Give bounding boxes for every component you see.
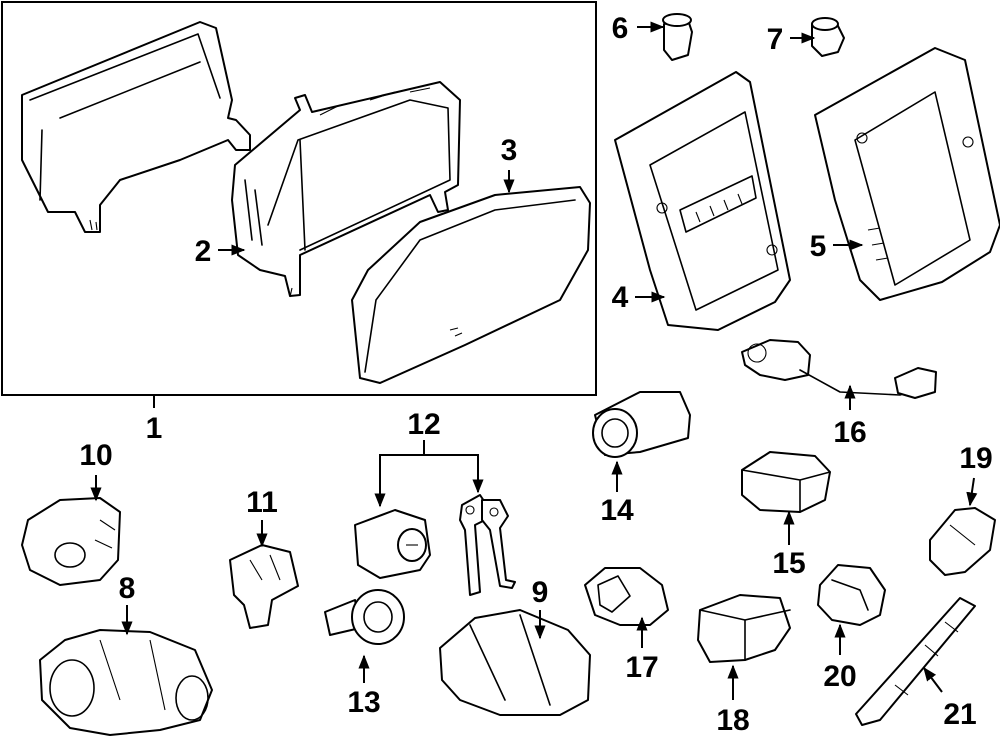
cap-7 xyxy=(811,17,845,57)
cluster-case xyxy=(231,81,461,298)
callout-1: 1 xyxy=(146,412,163,445)
sensor-19 xyxy=(929,507,996,576)
callout-6: 6 xyxy=(612,12,629,45)
column-cover-9 xyxy=(439,609,591,716)
keys xyxy=(459,494,516,596)
callout-14: 14 xyxy=(600,494,634,527)
callout-16: 16 xyxy=(833,416,866,449)
ring-13 xyxy=(324,589,405,645)
column-cover-8 xyxy=(39,629,213,736)
callout-9: 9 xyxy=(532,576,549,609)
knob-17 xyxy=(584,567,669,626)
cluster-assembly-box xyxy=(1,1,597,396)
cluster-rear-housing xyxy=(21,21,251,233)
callout-12: 12 xyxy=(407,408,440,441)
callout-13: 13 xyxy=(347,686,380,719)
callout-17: 17 xyxy=(625,651,658,684)
callout-10: 10 xyxy=(79,439,112,472)
callout-18: 18 xyxy=(716,704,749,737)
callout-8: 8 xyxy=(119,572,136,605)
audio-control-panel xyxy=(614,71,791,331)
callout-4: 4 xyxy=(612,281,629,314)
callout-5: 5 xyxy=(810,230,827,263)
callout-7: 7 xyxy=(767,23,784,56)
ignition-cylinder xyxy=(354,509,431,579)
callout-2: 2 xyxy=(195,235,212,268)
sensor-11 xyxy=(229,544,299,629)
callout-labels: 1 2 3 4 5 6 7 8 9 10 11 12 13 14 15 16 1… xyxy=(79,12,992,737)
connector-20 xyxy=(817,564,886,626)
shaft-21 xyxy=(855,597,976,726)
cluster-lens xyxy=(351,186,591,384)
cap-6 xyxy=(662,13,693,61)
callout-11: 11 xyxy=(246,486,278,519)
callout-20: 20 xyxy=(823,660,856,693)
display-panel xyxy=(814,47,1000,301)
callout-19: 19 xyxy=(959,442,992,475)
callout-3: 3 xyxy=(501,134,518,167)
switch-18 xyxy=(697,594,791,663)
switch-10 xyxy=(21,497,121,586)
relay-15 xyxy=(741,451,831,513)
callout-21: 21 xyxy=(943,698,976,731)
leader-lines xyxy=(90,21,978,700)
callout-15: 15 xyxy=(772,547,805,580)
wiring-harness xyxy=(741,339,937,399)
push-start-button xyxy=(592,391,691,458)
